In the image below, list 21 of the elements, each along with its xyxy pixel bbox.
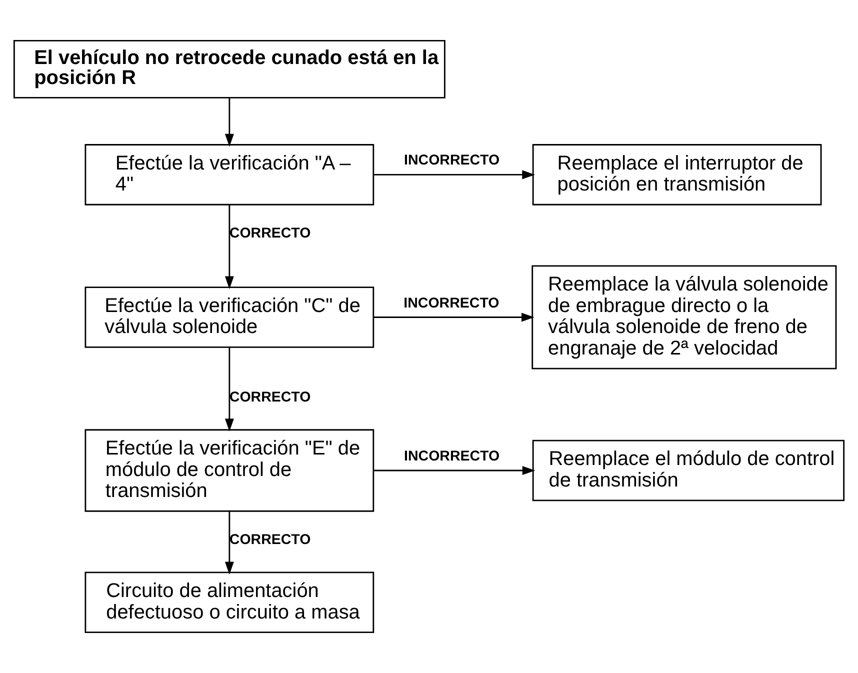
node-box: Reemplace el interruptor de posición en transmisión: [532, 144, 822, 206]
arrow: [224, 348, 234, 432]
node-box: El vehículo no retrocede cunado está en la posición R: [13, 40, 446, 98]
edge-label: CORRECTO: [229, 389, 311, 406]
arrow: [224, 98, 234, 147]
edge-label: INCORRECTO: [404, 152, 500, 169]
node-box: Efectúe la verificación "E" de módulo de control de transmisión: [84, 429, 374, 512]
arrow: [374, 466, 536, 475]
edge-label: INCORRECTO: [404, 295, 500, 312]
arrow: [374, 312, 534, 322]
node-box: Circuito de alimentación defectuoso o circuito a masa: [84, 572, 374, 634]
arrow: [374, 170, 535, 180]
edge-label: CORRECTO: [229, 225, 311, 242]
arrow: [224, 511, 234, 575]
node-box: Efectúe la verificación "A – 4": [84, 144, 374, 206]
edge-label: CORRECTO: [229, 532, 311, 548]
node-box: Efectúe la verificación "C" de válvula solenoide: [84, 286, 374, 348]
edge-label: INCORRECTO: [404, 448, 500, 465]
arrow: [224, 205, 234, 290]
node-box: Reemplace la válvula solenoide de embrague directo o la válvula solenoide de freno de engranaje de 2ª velocidad: [532, 265, 837, 370]
node-box: Reemplace el módulo de control de transmisión: [532, 440, 845, 502]
